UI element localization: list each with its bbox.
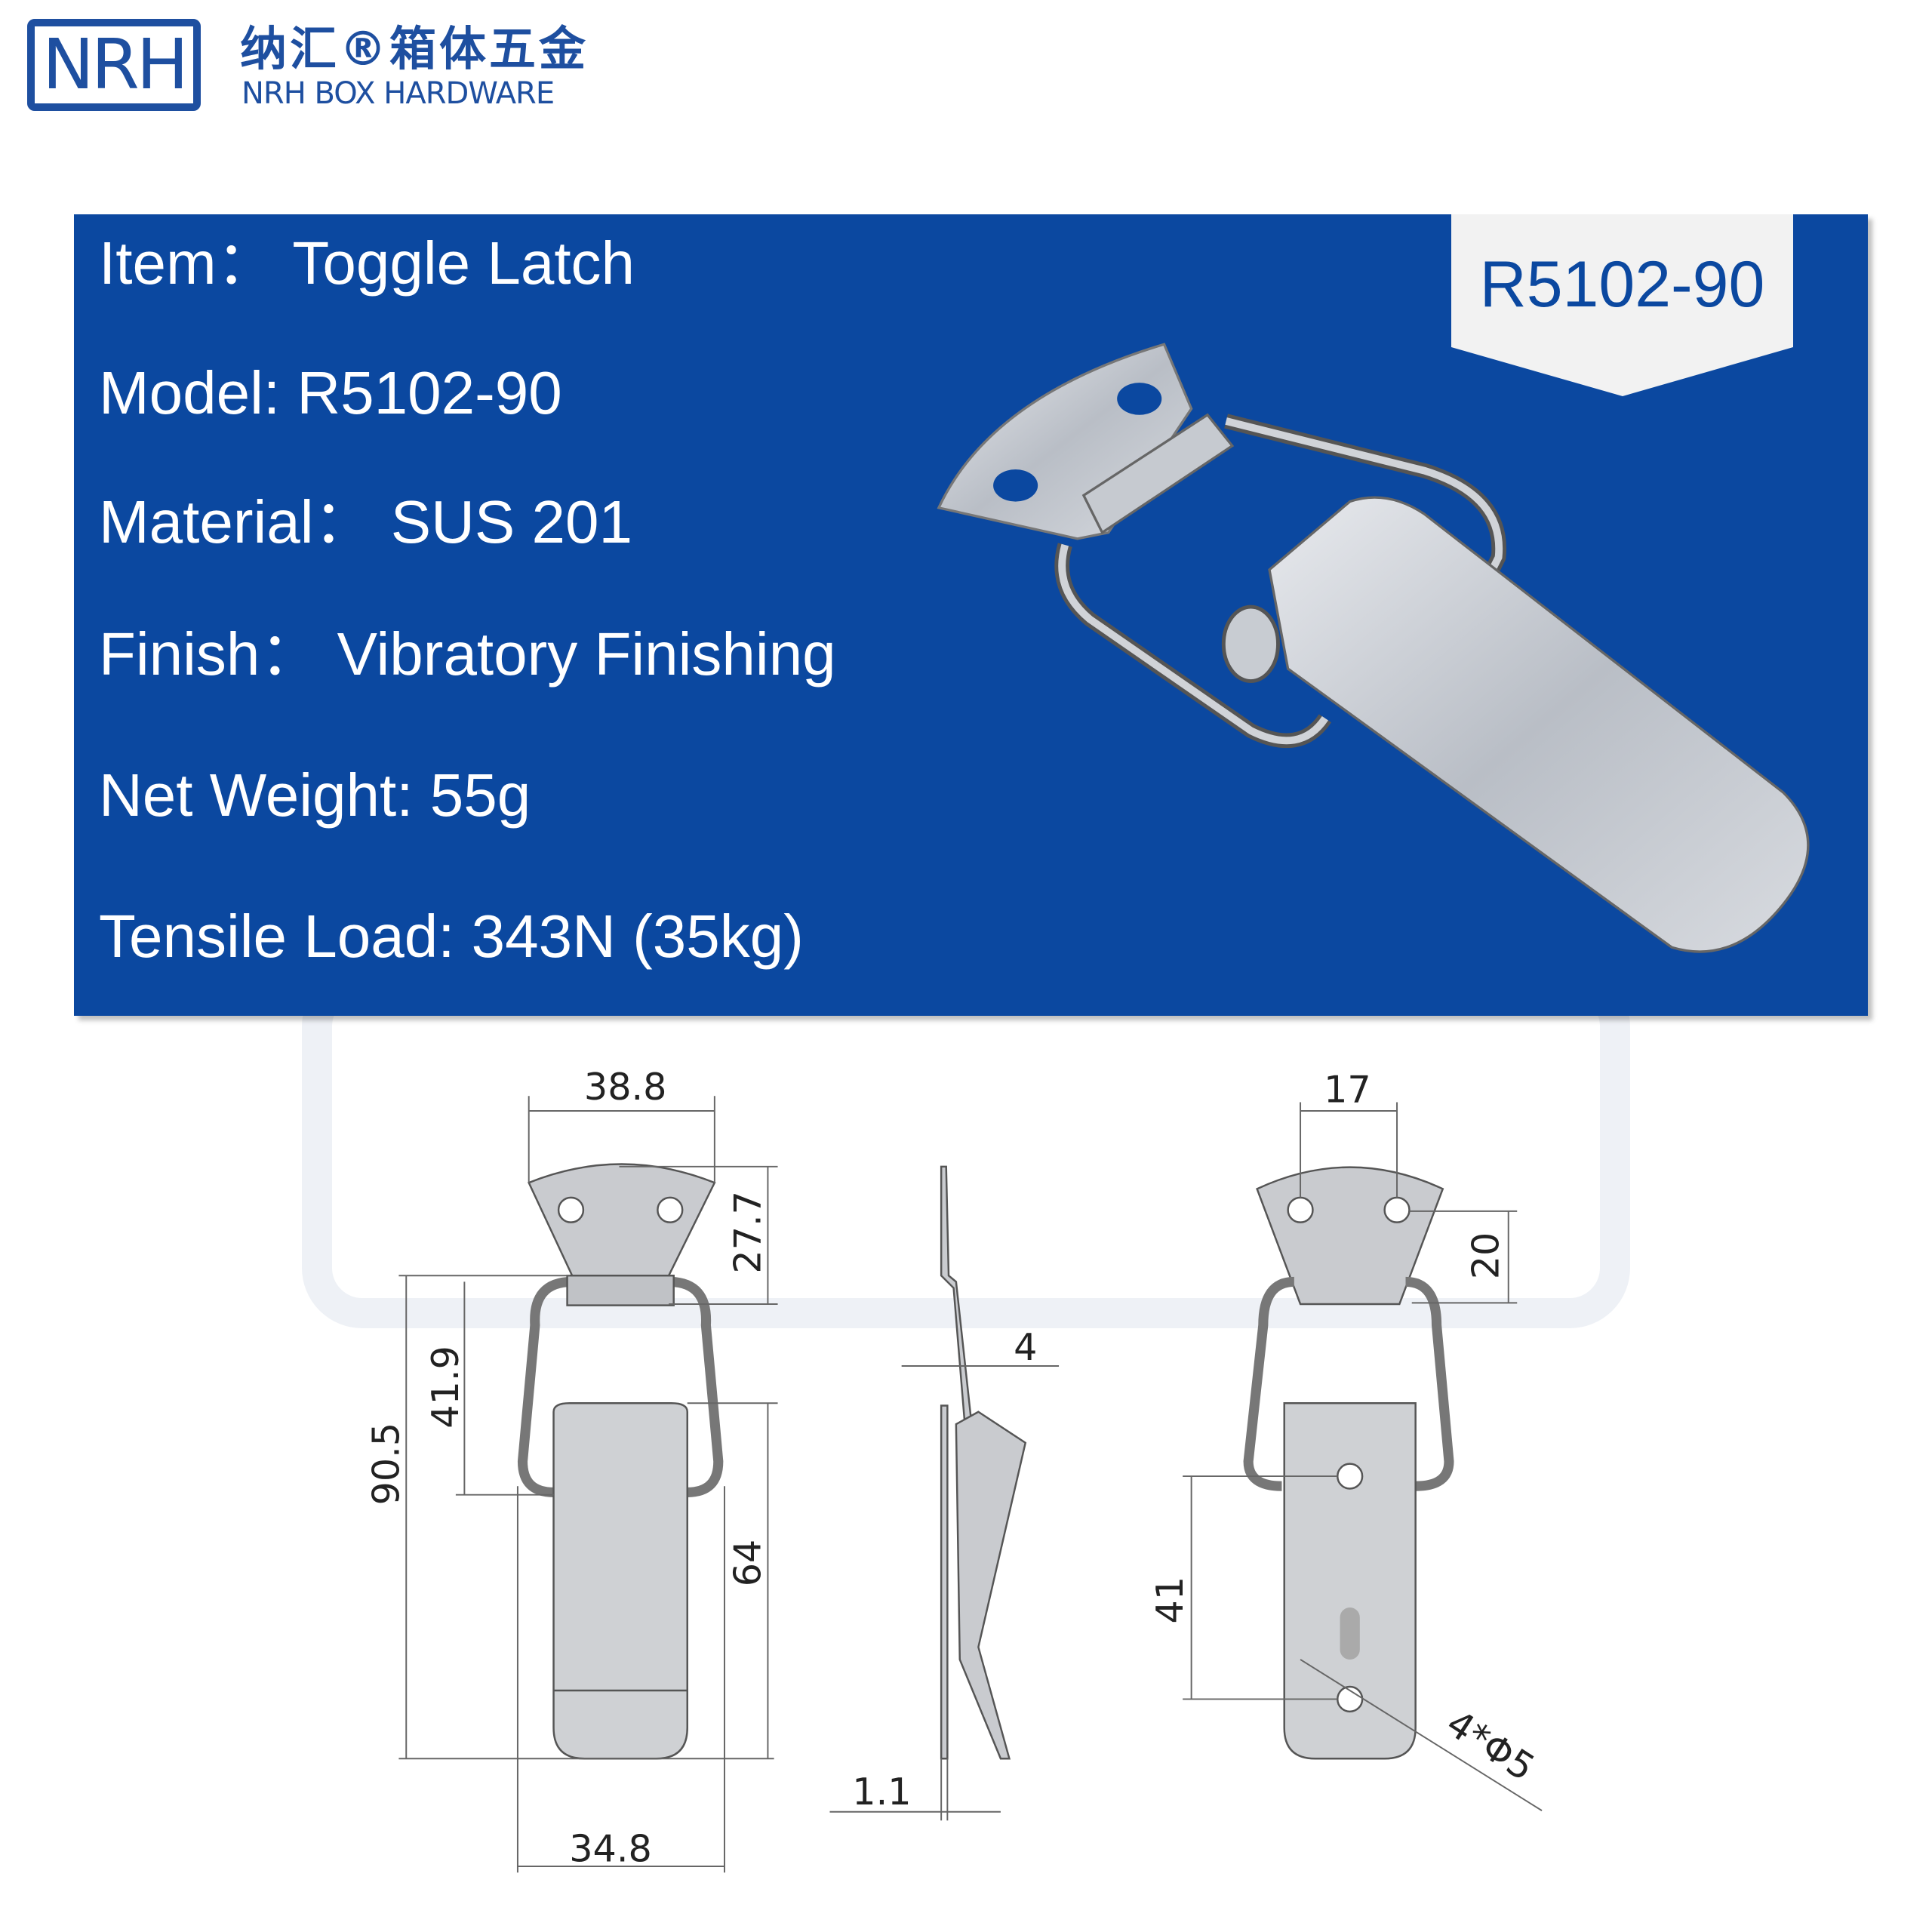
- spec-item: Item： Toggle Latch: [99, 229, 635, 297]
- model-badge-text: R5102-90: [1479, 248, 1765, 321]
- dim-thickness: 4: [1014, 1325, 1037, 1369]
- spec-material: Material： SUS 201: [99, 488, 632, 555]
- front-view: [517, 1163, 724, 1760]
- logo-english-name: NRH BOX HARDWARE: [242, 76, 555, 111]
- spec-net-weight: Net Weight: 55g: [99, 761, 531, 829]
- dim-body-width: 34.8: [569, 1826, 652, 1870]
- spec-tensile-load: Tensile Load: 343N (35kg): [99, 903, 804, 970]
- dim-plate-height: 27.7: [726, 1191, 770, 1274]
- dim-sheet: 1.1: [852, 1770, 911, 1814]
- logo-mark: NRH: [27, 19, 201, 111]
- dim-body-length: 64: [726, 1540, 770, 1587]
- spec-finish: Finish： Vibratory Finishing: [99, 620, 836, 688]
- dim-hole-offset: 20: [1464, 1232, 1508, 1280]
- dim-total-length: 90.5: [364, 1423, 408, 1506]
- dim-body-hole-spacing: 41: [1148, 1577, 1192, 1624]
- logo-chinese-name: 纳汇®箱体五金: [240, 21, 589, 76]
- dimension-lines: [398, 1096, 1543, 1873]
- dim-top-width: 38.8: [584, 1065, 667, 1109]
- side-view: [940, 1165, 1027, 1760]
- dim-bail-length: 41.9: [423, 1346, 467, 1429]
- dim-hole-spacing: 17: [1324, 1067, 1371, 1111]
- spec-model: Model: R5102-90: [99, 359, 562, 426]
- dim-holes: 4*Φ5: [1439, 1701, 1543, 1789]
- back-view: [1243, 1166, 1454, 1760]
